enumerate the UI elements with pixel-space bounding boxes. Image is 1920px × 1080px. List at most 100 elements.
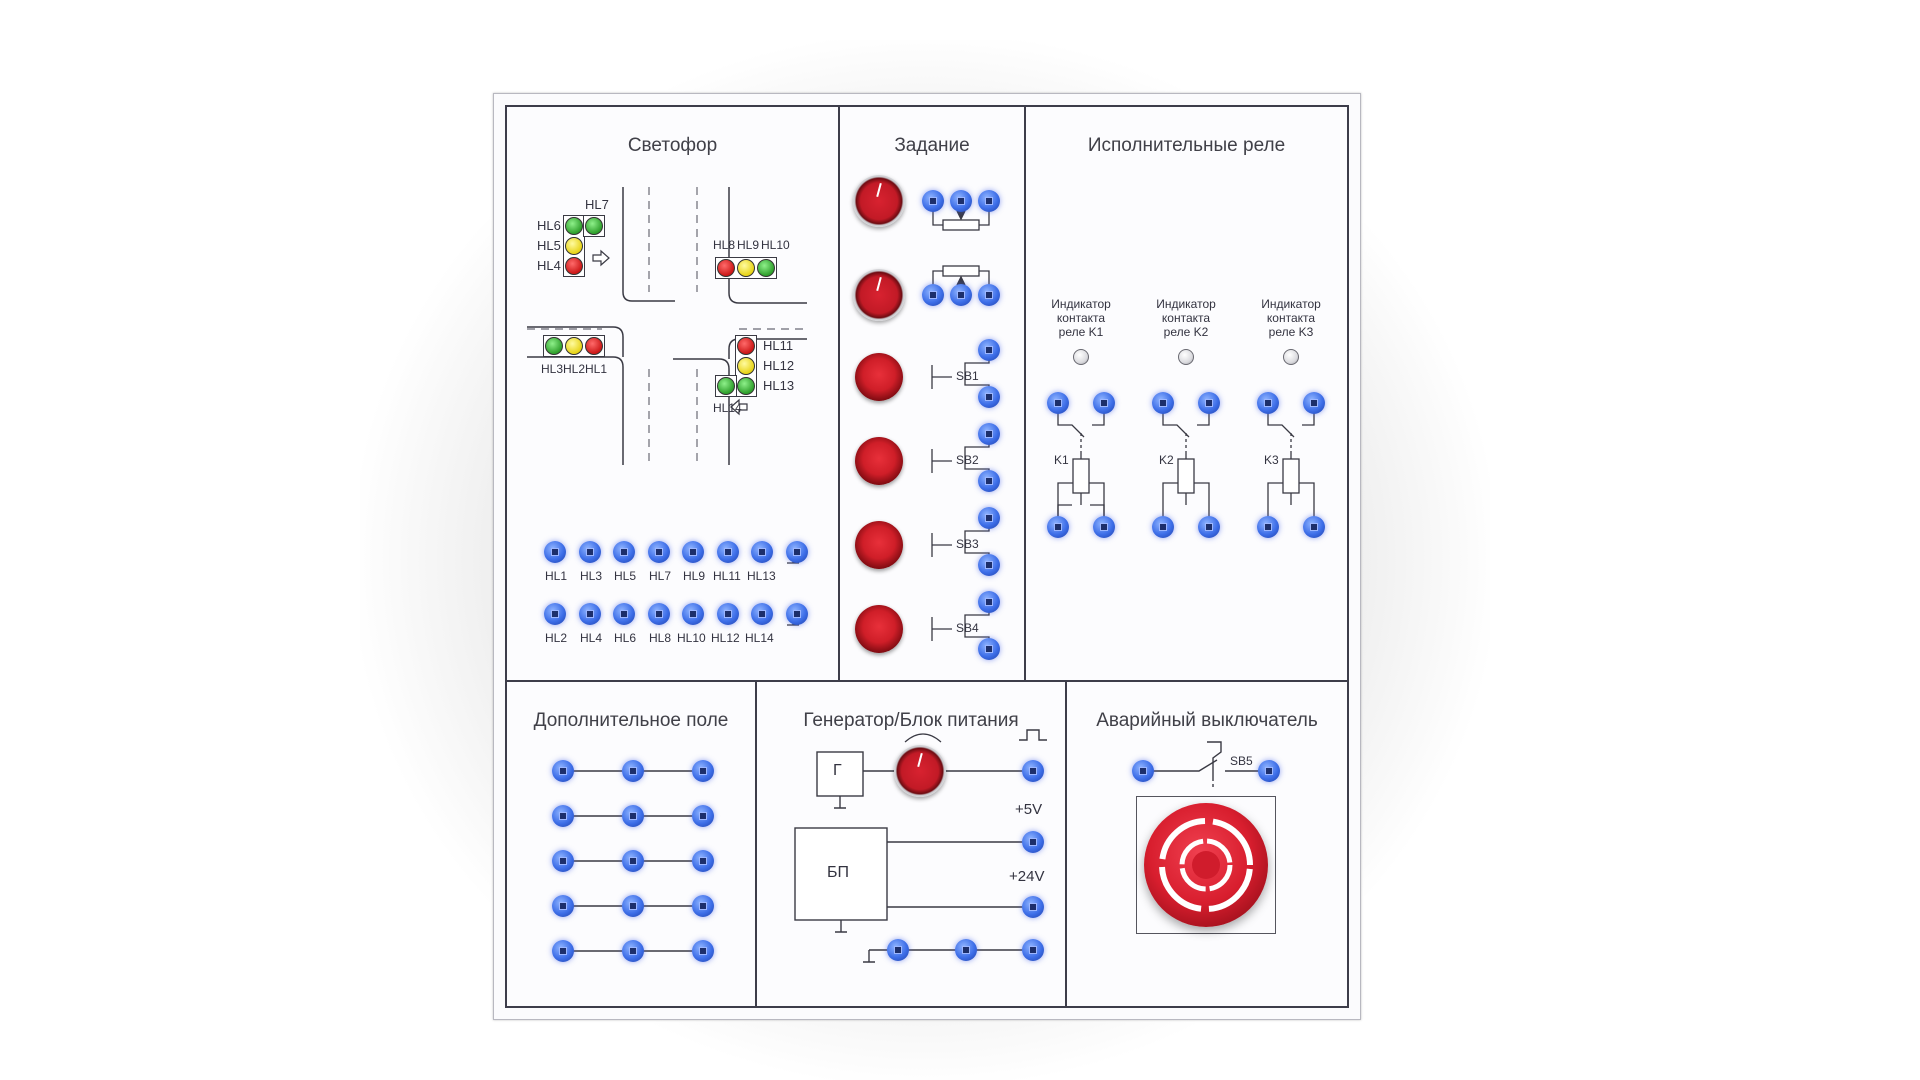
socket-ground-2[interactable] <box>955 939 977 961</box>
socket-extra-1-2[interactable] <box>622 760 644 782</box>
indicator-label-k2: Индикатор контакта реле K2 <box>1156 297 1216 339</box>
socket-extra-5-3[interactable] <box>692 940 714 962</box>
socket-ground-3[interactable] <box>1022 939 1044 961</box>
socket-pot2-a[interactable] <box>922 284 944 306</box>
socket-ground-1[interactable] <box>887 939 909 961</box>
socket-extra-5-2[interactable] <box>622 940 644 962</box>
socket-sb1-a[interactable] <box>978 339 1000 361</box>
socket-hl14[interactable] <box>751 603 773 625</box>
socket-pot2-b[interactable] <box>978 284 1000 306</box>
socket-k2-contact-b[interactable] <box>1198 392 1220 414</box>
socket-extra-1-1[interactable] <box>552 760 574 782</box>
socket-pot2-w[interactable] <box>950 284 972 306</box>
socket-sb5-b[interactable] <box>1258 760 1280 782</box>
socket-extra-5-1[interactable] <box>552 940 574 962</box>
socket-hl12[interactable] <box>717 603 739 625</box>
push-button-sb1[interactable] <box>855 353 903 401</box>
socket-sb2-b[interactable] <box>978 470 1000 492</box>
indicator-label-k1: Индикатор контакта реле K1 <box>1051 297 1111 339</box>
push-button-sb2[interactable] <box>855 437 903 485</box>
socket-generator-out[interactable] <box>1022 760 1044 782</box>
label-hl8: HL8 <box>713 238 736 252</box>
socket-k2-coil-a[interactable] <box>1152 516 1174 538</box>
socket-k2-coil-b[interactable] <box>1198 516 1220 538</box>
socket-ground-top[interactable] <box>786 541 808 563</box>
emergency-stop-icon <box>1159 818 1253 912</box>
panel-title: Задание <box>894 135 970 156</box>
socket-k3-contact-a[interactable] <box>1257 392 1279 414</box>
socket-extra-2-3[interactable] <box>692 805 714 827</box>
socket-extra-1-3[interactable] <box>692 760 714 782</box>
socket-5v[interactable] <box>1022 831 1044 853</box>
socket-k1-coil-b[interactable] <box>1093 516 1115 538</box>
socket-label: HL2 <box>545 631 568 645</box>
label-hl5: HL5 <box>537 238 561 253</box>
lamp-hl2 <box>565 337 583 355</box>
socket-pot1-w[interactable] <box>950 190 972 212</box>
socket-k2-contact-a[interactable] <box>1152 392 1174 414</box>
socket-extra-2-2[interactable] <box>622 805 644 827</box>
socket-hl6[interactable] <box>613 603 635 625</box>
socket-hl8[interactable] <box>648 603 670 625</box>
generator-frequency-knob[interactable] <box>894 745 946 797</box>
socket-k3-coil-b[interactable] <box>1303 516 1325 538</box>
socket-label: HL14 <box>745 631 774 645</box>
socket-k1-coil-a[interactable] <box>1047 516 1069 538</box>
coil-label-k3: K3 <box>1264 453 1279 467</box>
socket-extra-3-2[interactable] <box>622 850 644 872</box>
socket-sb2-a[interactable] <box>978 423 1000 445</box>
panel-title: Исполнительные реле <box>1087 135 1286 156</box>
label-sb4: SB4 <box>956 621 979 635</box>
socket-hl2[interactable] <box>544 603 566 625</box>
relay-schematic <box>1057 403 1315 527</box>
socket-hl9[interactable] <box>682 541 704 563</box>
socket-extra-3-3[interactable] <box>692 850 714 872</box>
panel-extra-field: Дополнительное поле <box>505 680 757 1008</box>
socket-label: HL11 <box>713 569 741 583</box>
socket-sb5-a[interactable] <box>1132 760 1154 782</box>
socket-extra-3-1[interactable] <box>552 850 574 872</box>
socket-sb4-a[interactable] <box>978 591 1000 613</box>
emergency-button-frame <box>1136 796 1276 934</box>
socket-hl4[interactable] <box>579 603 601 625</box>
push-button-sb4[interactable] <box>855 605 903 653</box>
socket-hl7[interactable] <box>648 541 670 563</box>
socket-k1-contact-a[interactable] <box>1047 392 1069 414</box>
socket-hl3[interactable] <box>579 541 601 563</box>
lamp-hl12 <box>737 357 755 375</box>
socket-extra-4-3[interactable] <box>692 895 714 917</box>
socket-sb4-b[interactable] <box>978 638 1000 660</box>
socket-extra-4-1[interactable] <box>552 895 574 917</box>
lamp-hl8 <box>717 259 735 277</box>
push-button-sb3[interactable] <box>855 521 903 569</box>
lamp-hl11 <box>737 337 755 355</box>
socket-sb3-a[interactable] <box>978 507 1000 529</box>
socket-hl13[interactable] <box>751 541 773 563</box>
socket-k3-coil-a[interactable] <box>1257 516 1279 538</box>
emergency-stop-button[interactable] <box>1144 803 1268 927</box>
socket-extra-4-2[interactable] <box>622 895 644 917</box>
lamp-hl9 <box>737 259 755 277</box>
socket-hl11[interactable] <box>717 541 739 563</box>
socket-k1-contact-b[interactable] <box>1093 392 1115 414</box>
label-hl14: HL14 <box>713 401 742 415</box>
socket-extra-2-1[interactable] <box>552 805 574 827</box>
socket-hl10[interactable] <box>682 603 704 625</box>
panel-relays: Исполнительные реле Индикатор контакта р… <box>1024 105 1349 682</box>
coil-label-k1: K1 <box>1054 453 1069 467</box>
potentiometer-knob-2[interactable] <box>853 269 905 321</box>
lamp-hl14 <box>717 377 735 395</box>
socket-hl5[interactable] <box>613 541 635 563</box>
socket-24v[interactable] <box>1022 896 1044 918</box>
socket-sb3-b[interactable] <box>978 554 1000 576</box>
socket-ground-bottom[interactable] <box>786 603 808 625</box>
socket-k3-contact-b[interactable] <box>1303 392 1325 414</box>
socket-label: HL12 <box>711 631 740 645</box>
potentiometer-knob-1[interactable] <box>853 175 905 227</box>
socket-sb1-b[interactable] <box>978 386 1000 408</box>
label-hl4: HL4 <box>537 258 561 273</box>
panel-title: Дополнительное поле <box>533 710 729 731</box>
socket-pot1-b[interactable] <box>978 190 1000 212</box>
socket-pot1-a[interactable] <box>922 190 944 212</box>
socket-hl1[interactable] <box>544 541 566 563</box>
